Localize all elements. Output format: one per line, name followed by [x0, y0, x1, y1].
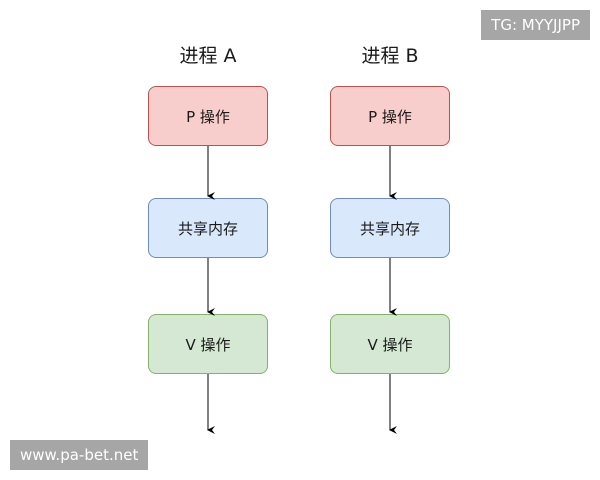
process-a-v-operation-label: V 操作 — [185, 335, 231, 354]
site-watermark: www.pa-bet.net — [10, 440, 149, 470]
telegram-watermark: TG: MYYJJPP — [481, 10, 590, 40]
process-a-shared-memory-label: 共享内存 — [177, 219, 238, 238]
process-b-v-operation-label: V 操作 — [367, 335, 413, 354]
process-b-shared-memory-label: 共享内存 — [359, 219, 420, 238]
process-b-p-operation-label: P 操作 — [368, 107, 412, 126]
process-b-shared-memory-box: 共享内存 — [330, 198, 450, 258]
process-b-title: 进程 B — [361, 45, 419, 67]
process-b-p-operation-box: P 操作 — [330, 86, 450, 146]
process-a-shared-memory-box: 共享内存 — [148, 198, 268, 258]
process-b-v-operation-box: V 操作 — [330, 314, 450, 374]
process-a-v-operation-box: V 操作 — [148, 314, 268, 374]
process-a-p-operation-box: P 操作 — [148, 86, 268, 146]
process-a-title: 进程 A — [179, 45, 237, 67]
process-a-p-operation-label: P 操作 — [186, 107, 230, 126]
